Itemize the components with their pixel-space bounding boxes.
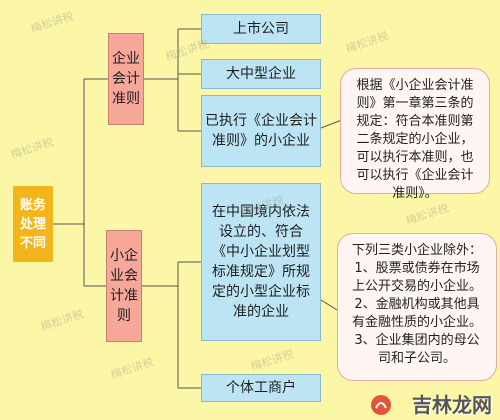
brand-logo-icon (371, 395, 391, 415)
leaf-large-medium: 大中型企业 (201, 59, 321, 89)
note-option: 根据《小企业会计准则》第一章第三条的规定：符合本准则第二条规定的小企业，可以执行… (340, 68, 490, 201)
root-node: 账务处理不同 (13, 186, 53, 262)
note-exclusions: 下列三类小企业除外： 1、股票或债券在市场上公开交易的小企业。 2、金融机构或其… (337, 233, 497, 381)
standard-small-enterprise: 小企业会计准则 (106, 230, 142, 342)
brand-text: 吉林龙网 (412, 393, 492, 417)
note-exclusion-item: 2、金融机构或其他具有金融性质的小企业。 (351, 297, 482, 330)
note-exclusion-item: 3、企业集团内的母公司和子公司。 (354, 333, 480, 366)
standard-enterprise: 企业会计准则 (108, 33, 144, 125)
note-exclusion-item: 1、股票或债券在市场上公开交易的小企业。 (351, 261, 482, 294)
leaf-small-executing-enterprise-standard: 已执行《企业会计准则》的小企业 (201, 95, 321, 167)
connector-std1 (144, 28, 201, 132)
leaf-listed-company: 上市公司 (201, 14, 321, 44)
connector-std2 (142, 261, 201, 389)
note-exclusions-title: 下列三类小企业除外： (351, 243, 482, 258)
leaf-individual-business: 个体工商户 (201, 374, 321, 402)
leaf-small-enterprise-criteria: 在中国境内依法设立的、符合《中小企业划型标准规定》所规定的小型企业标准的企业 (201, 183, 321, 341)
connector-root (53, 78, 108, 287)
